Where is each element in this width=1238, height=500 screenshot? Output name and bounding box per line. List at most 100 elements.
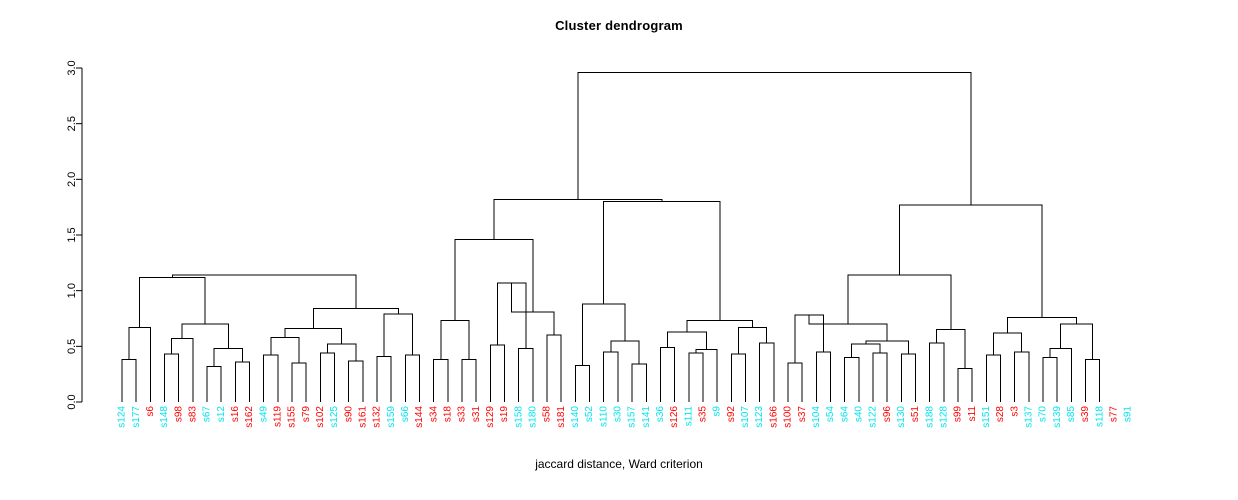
leaf-label[interactable]: s96 [882, 406, 893, 423]
leaf-label[interactable]: s79 [301, 406, 312, 423]
leaf-label[interactable]: s33 [457, 406, 468, 423]
leaf-label[interactable]: s158 [513, 406, 524, 428]
dendrogram-link [433, 359, 449, 402]
leaf-label[interactable]: s51 [910, 406, 921, 423]
dendrogram-link [610, 340, 640, 365]
leaf-label[interactable]: s137 [1023, 406, 1034, 428]
leaf-label[interactable]: s107 [740, 406, 751, 428]
leaf-label[interactable]: s104 [811, 406, 822, 428]
dendrogram-link [181, 323, 229, 349]
leaf-label[interactable]: s123 [754, 406, 765, 428]
leaf-label[interactable]: s122 [868, 406, 879, 428]
dendrogram-link [808, 315, 888, 341]
dendrogram-link [759, 342, 775, 402]
leaf-label[interactable]: s70 [1038, 406, 1049, 423]
leaf-label[interactable]: s119 [272, 406, 283, 427]
dendrogram-link [787, 362, 803, 402]
dendrogram-link [171, 338, 194, 402]
leaf-label[interactable]: s67 [202, 406, 213, 423]
leaf-label[interactable]: s129 [485, 406, 496, 428]
leaf-label[interactable]: s31 [471, 406, 482, 423]
leaf-label[interactable]: s124 [117, 406, 128, 428]
leaf-label[interactable]: s157 [627, 406, 638, 428]
leaf-label[interactable]: s128 [938, 406, 949, 428]
dendrogram-link [659, 346, 676, 402]
dendrogram-link [171, 274, 357, 309]
leaf-label[interactable]: s99 [953, 406, 964, 423]
leaf-label[interactable]: s66 [400, 406, 411, 423]
leaf-label[interactable]: s141 [641, 406, 652, 428]
leaf-label[interactable]: s139 [1052, 406, 1063, 428]
leaf-label[interactable]: s54 [825, 406, 836, 423]
leaf-label[interactable]: s12 [216, 406, 227, 423]
leaf-label[interactable]: s35 [698, 406, 709, 423]
leaf-label[interactable]: s151 [981, 406, 992, 428]
page-title: Cluster dendrogram [555, 18, 683, 33]
leaf-label[interactable]: s34 [428, 406, 439, 423]
y-axis-tick-label: 3.0 [66, 60, 78, 75]
leaf-label[interactable]: s6 [145, 406, 156, 417]
leaf-label[interactable]: s110 [598, 406, 609, 427]
leaf-label[interactable]: s180 [528, 406, 539, 428]
dendrogram-link [574, 364, 591, 402]
leaf-label[interactable]: s85 [1066, 406, 1077, 423]
leaf-label[interactable]: s166 [768, 406, 779, 428]
leaf-label[interactable]: s19 [499, 406, 510, 423]
leaf-label[interactable]: s39 [1080, 406, 1091, 423]
dendrogram-link [631, 363, 647, 402]
dendrogram-link [985, 354, 1001, 402]
leaf-label[interactable]: s64 [839, 406, 850, 423]
leaf-label[interactable]: s11 [967, 406, 978, 422]
leaf-label[interactable]: s102 [315, 406, 326, 428]
leaf-label[interactable]: s126 [669, 406, 680, 428]
leaf-label[interactable]: s125 [329, 406, 340, 428]
leaf-label[interactable]: s49 [258, 406, 269, 423]
dendrogram-link [1007, 316, 1078, 333]
leaf-label[interactable]: s40 [853, 406, 864, 423]
dendrogram-link [1084, 359, 1101, 402]
leaf-label[interactable]: s9 [712, 406, 723, 417]
leaf-label[interactable]: s18 [443, 406, 454, 423]
dendrogram-link [263, 354, 279, 402]
leaf-label[interactable]: s36 [655, 406, 666, 423]
leaf-label[interactable]: s181 [556, 406, 567, 428]
dendrogram-link [376, 355, 392, 402]
leaf-label[interactable]: s111 [683, 406, 694, 427]
leaf-label[interactable]: s58 [542, 406, 553, 423]
leaf-label[interactable]: s118 [1094, 406, 1105, 427]
leaf-label[interactable]: s177 [131, 406, 142, 428]
leaf-label[interactable]: s155 [287, 406, 298, 428]
leaf-label[interactable]: s77 [1108, 406, 1119, 423]
dendrogram-link [1042, 356, 1058, 402]
dendrogram-link [234, 361, 251, 402]
y-axis-tick-label: 0.5 [66, 339, 78, 354]
dendrogram-link [844, 356, 860, 402]
leaf-label[interactable]: s161 [358, 406, 369, 428]
leaf-label[interactable]: s90 [343, 406, 354, 423]
leaf-label[interactable]: s91 [1123, 406, 1134, 423]
leaf-label[interactable]: s148 [159, 406, 170, 428]
dendrogram-link [139, 276, 206, 328]
leaf-label[interactable]: s144 [414, 406, 425, 428]
leaf-label[interactable]: s16 [230, 406, 241, 423]
leaf-label[interactable]: s132 [372, 406, 383, 428]
leaf-label[interactable]: s162 [244, 406, 255, 428]
leaf-label[interactable]: s52 [584, 406, 595, 423]
leaf-label[interactable]: s100 [783, 406, 794, 428]
leaf-label[interactable]: s188 [924, 406, 935, 428]
leaf-label[interactable]: s159 [386, 406, 397, 428]
leaf-label[interactable]: s37 [797, 406, 808, 423]
y-axis-tick-label: 0.0 [66, 394, 78, 409]
leaf-label[interactable]: s83 [187, 406, 198, 423]
leaf-label[interactable]: s140 [570, 406, 581, 428]
leaf-label[interactable]: s98 [173, 406, 184, 423]
leaf-label[interactable]: s130 [896, 406, 907, 428]
leaf-label[interactable]: s30 [613, 406, 624, 423]
x-axis-caption: jaccard distance, Ward criterion [535, 457, 703, 471]
leaf-label[interactable]: s92 [726, 406, 737, 423]
leaf-label[interactable]: s28 [995, 406, 1006, 423]
leaf-label[interactable]: s3 [1009, 406, 1020, 417]
dendrogram-link [348, 360, 364, 402]
